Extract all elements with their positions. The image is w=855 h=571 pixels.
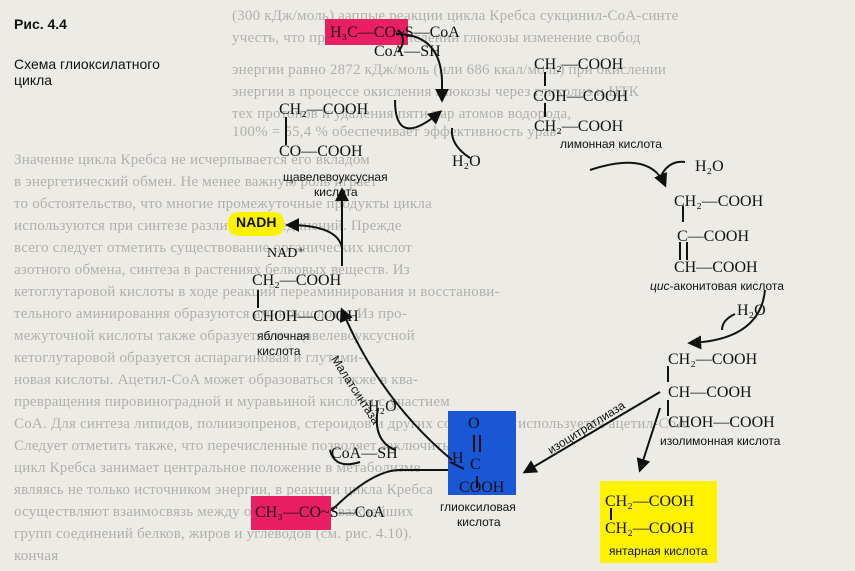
acetyl-coa-bottom-highlight	[251, 496, 331, 530]
nad-label: NAD⁺	[267, 246, 305, 261]
oxaloacetate-line1: CH₂—COOH	[279, 101, 369, 118]
figure-label: Рис. 4.4	[14, 16, 67, 32]
malate-name-line1: яблочная	[257, 329, 310, 343]
coa-sh-bottom: CoA—SH	[331, 445, 398, 462]
acetyl-coa-top-highlight	[325, 19, 408, 45]
succinate-line2: CH₂—COOH	[605, 520, 695, 537]
glyoxylate-highlight	[448, 411, 516, 495]
arrow-h2o-top	[450, 127, 471, 159]
arrow-oxaloacetate-to-citrate	[394, 99, 443, 130]
h2o-mid: H₂O	[368, 398, 397, 415]
isocitrate-line2: CH—COOH	[668, 384, 752, 401]
glyoxylate-O: O	[468, 415, 480, 432]
malate-name-line2: кислота	[257, 344, 301, 358]
arrow-h2o-out	[659, 160, 686, 179]
arrow-h2o-in	[721, 313, 736, 331]
arrow-isocitrate-to-succinate	[636, 407, 661, 473]
glyoxylate-name-line2: кислота	[457, 515, 501, 529]
arrow-acetylcoa-to-citrate	[395, 33, 449, 103]
arrow-acetylcoa-bottom	[331, 469, 448, 511]
citrate-line2: COH—COOH	[533, 88, 629, 105]
arrow-isocitrate-to-glyoxylate	[522, 391, 661, 474]
glyoxylate-C: C	[470, 456, 481, 473]
aconitate-line2: C—COOH	[677, 228, 750, 245]
oxaloacetate-line2: CO—COOH	[279, 143, 363, 160]
arrow-nad-to-nadh	[285, 218, 343, 249]
succinate-name: янтарная кислота	[609, 544, 708, 558]
arrow-coa-release-top	[397, 29, 404, 53]
coa-sh-top: CoA—SH	[374, 43, 441, 60]
figure-title-line1: Схема глиоксилатного	[14, 56, 160, 72]
aconitate-name-italic: цис	[650, 279, 670, 293]
nadh-label: NADH	[236, 214, 277, 230]
succinate-highlight	[600, 481, 717, 563]
aconitate-line3: CH—COOH	[674, 259, 758, 276]
aconitate-name-rest: -аконитовая кислота	[669, 279, 784, 293]
malate-line1: CH₂—COOH	[252, 272, 342, 289]
malate-line2: CHOH—COOH	[252, 308, 359, 325]
oxaloacetate-name-line1: щавелевоуксусная	[283, 170, 388, 184]
aconitate-line1: CH₂—COOH	[674, 193, 764, 210]
aconitate-name: цис-аконитовая кислота	[650, 279, 784, 293]
arrow-citrate-to-aconitate	[589, 161, 668, 188]
nadh-highlight	[228, 212, 284, 236]
citrate-line3: CH₂—COOH	[534, 118, 624, 135]
h2o-right1: H₂O	[695, 158, 724, 175]
arrow-glyoxylate-to-malate	[339, 307, 453, 461]
oxaloacetate-name-line2: кислота	[314, 185, 358, 199]
citrate-name: лимонная кислота	[560, 137, 662, 151]
glyoxylate-COOH: COOH	[459, 479, 505, 496]
isocitrate-line1: CH₂—COOH	[668, 351, 758, 368]
figure-title-line2: цикла	[14, 72, 53, 88]
acetyl-coa-top: H₃C—CO~S—CoA	[330, 24, 460, 41]
succinate-line1: CH₂—COOH	[605, 493, 695, 510]
glyoxylate-H: H	[452, 450, 464, 467]
arrow-coa-release-bottom	[329, 449, 361, 466]
isocitrate-line3: CHOH—COOH	[668, 414, 775, 431]
h2o-top: H₂O	[452, 153, 481, 170]
arrow-h2o-mid	[375, 407, 396, 451]
acetyl-coa-bottom: CH₃—CO~S—CoA	[255, 504, 385, 521]
h2o-right2: H₂O	[737, 302, 766, 319]
arrow-aconitate-to-isocitrate	[687, 289, 766, 350]
citrate-line1: CH₂—COOH	[534, 56, 624, 73]
isocitrate-name: изолимонная кислота	[660, 434, 781, 448]
glyoxylate-name-line1: глиоксиловая	[440, 500, 516, 514]
